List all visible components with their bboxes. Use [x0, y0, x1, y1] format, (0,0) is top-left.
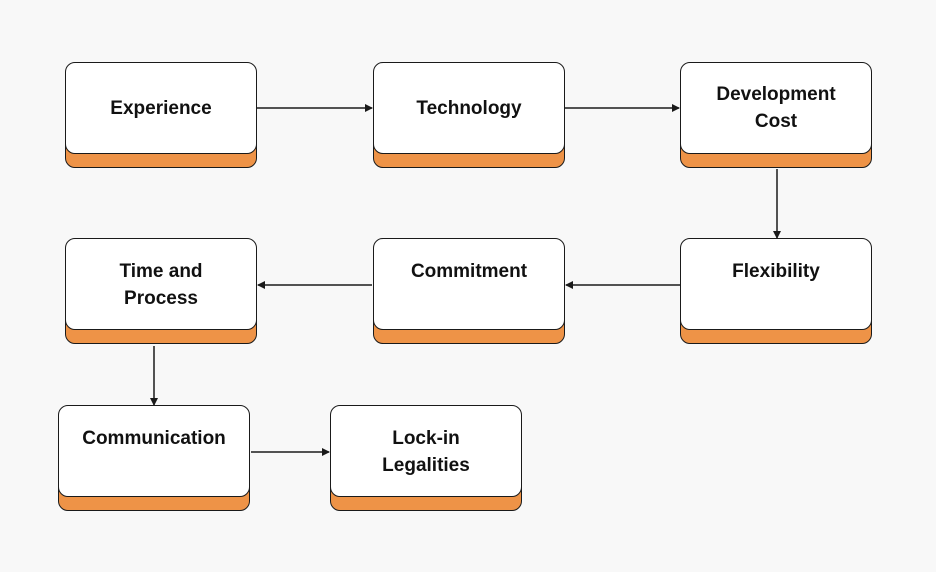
node-lockin-legalities: Lock-in Legalities: [330, 405, 522, 511]
node-card: Development Cost: [680, 62, 872, 154]
node-label-lockin: Lock-in Legalities: [382, 428, 470, 476]
node-card: Flexibility: [680, 238, 872, 330]
node-card: Lock-in Legalities: [330, 405, 522, 497]
node-development-cost: Development Cost: [680, 62, 872, 168]
node-card: Experience: [65, 62, 257, 154]
node-commitment: Commitment: [373, 238, 565, 344]
node-label-commitment: Commitment: [410, 261, 528, 282]
node-technology: Technology: [373, 62, 565, 168]
node-experience: Experience: [65, 62, 257, 168]
node-label-time-process: Time and Process: [119, 261, 203, 309]
node-card: Time and Process: [65, 238, 257, 330]
node-communication: Communication: [58, 405, 250, 511]
node-label-flexibility: Flexibility: [732, 261, 820, 282]
node-card: Technology: [373, 62, 565, 154]
node-card: Communication: [58, 405, 250, 497]
node-flexibility: Flexibility: [680, 238, 872, 344]
node-card: Commitment: [373, 238, 565, 330]
node-label-technology: Technology: [416, 97, 522, 119]
node-time-process: Time and Process: [65, 238, 257, 344]
node-label-communication: Communication: [82, 428, 226, 449]
node-label-experience: Experience: [110, 97, 212, 119]
node-label-development-cost: Development Cost: [716, 84, 836, 132]
